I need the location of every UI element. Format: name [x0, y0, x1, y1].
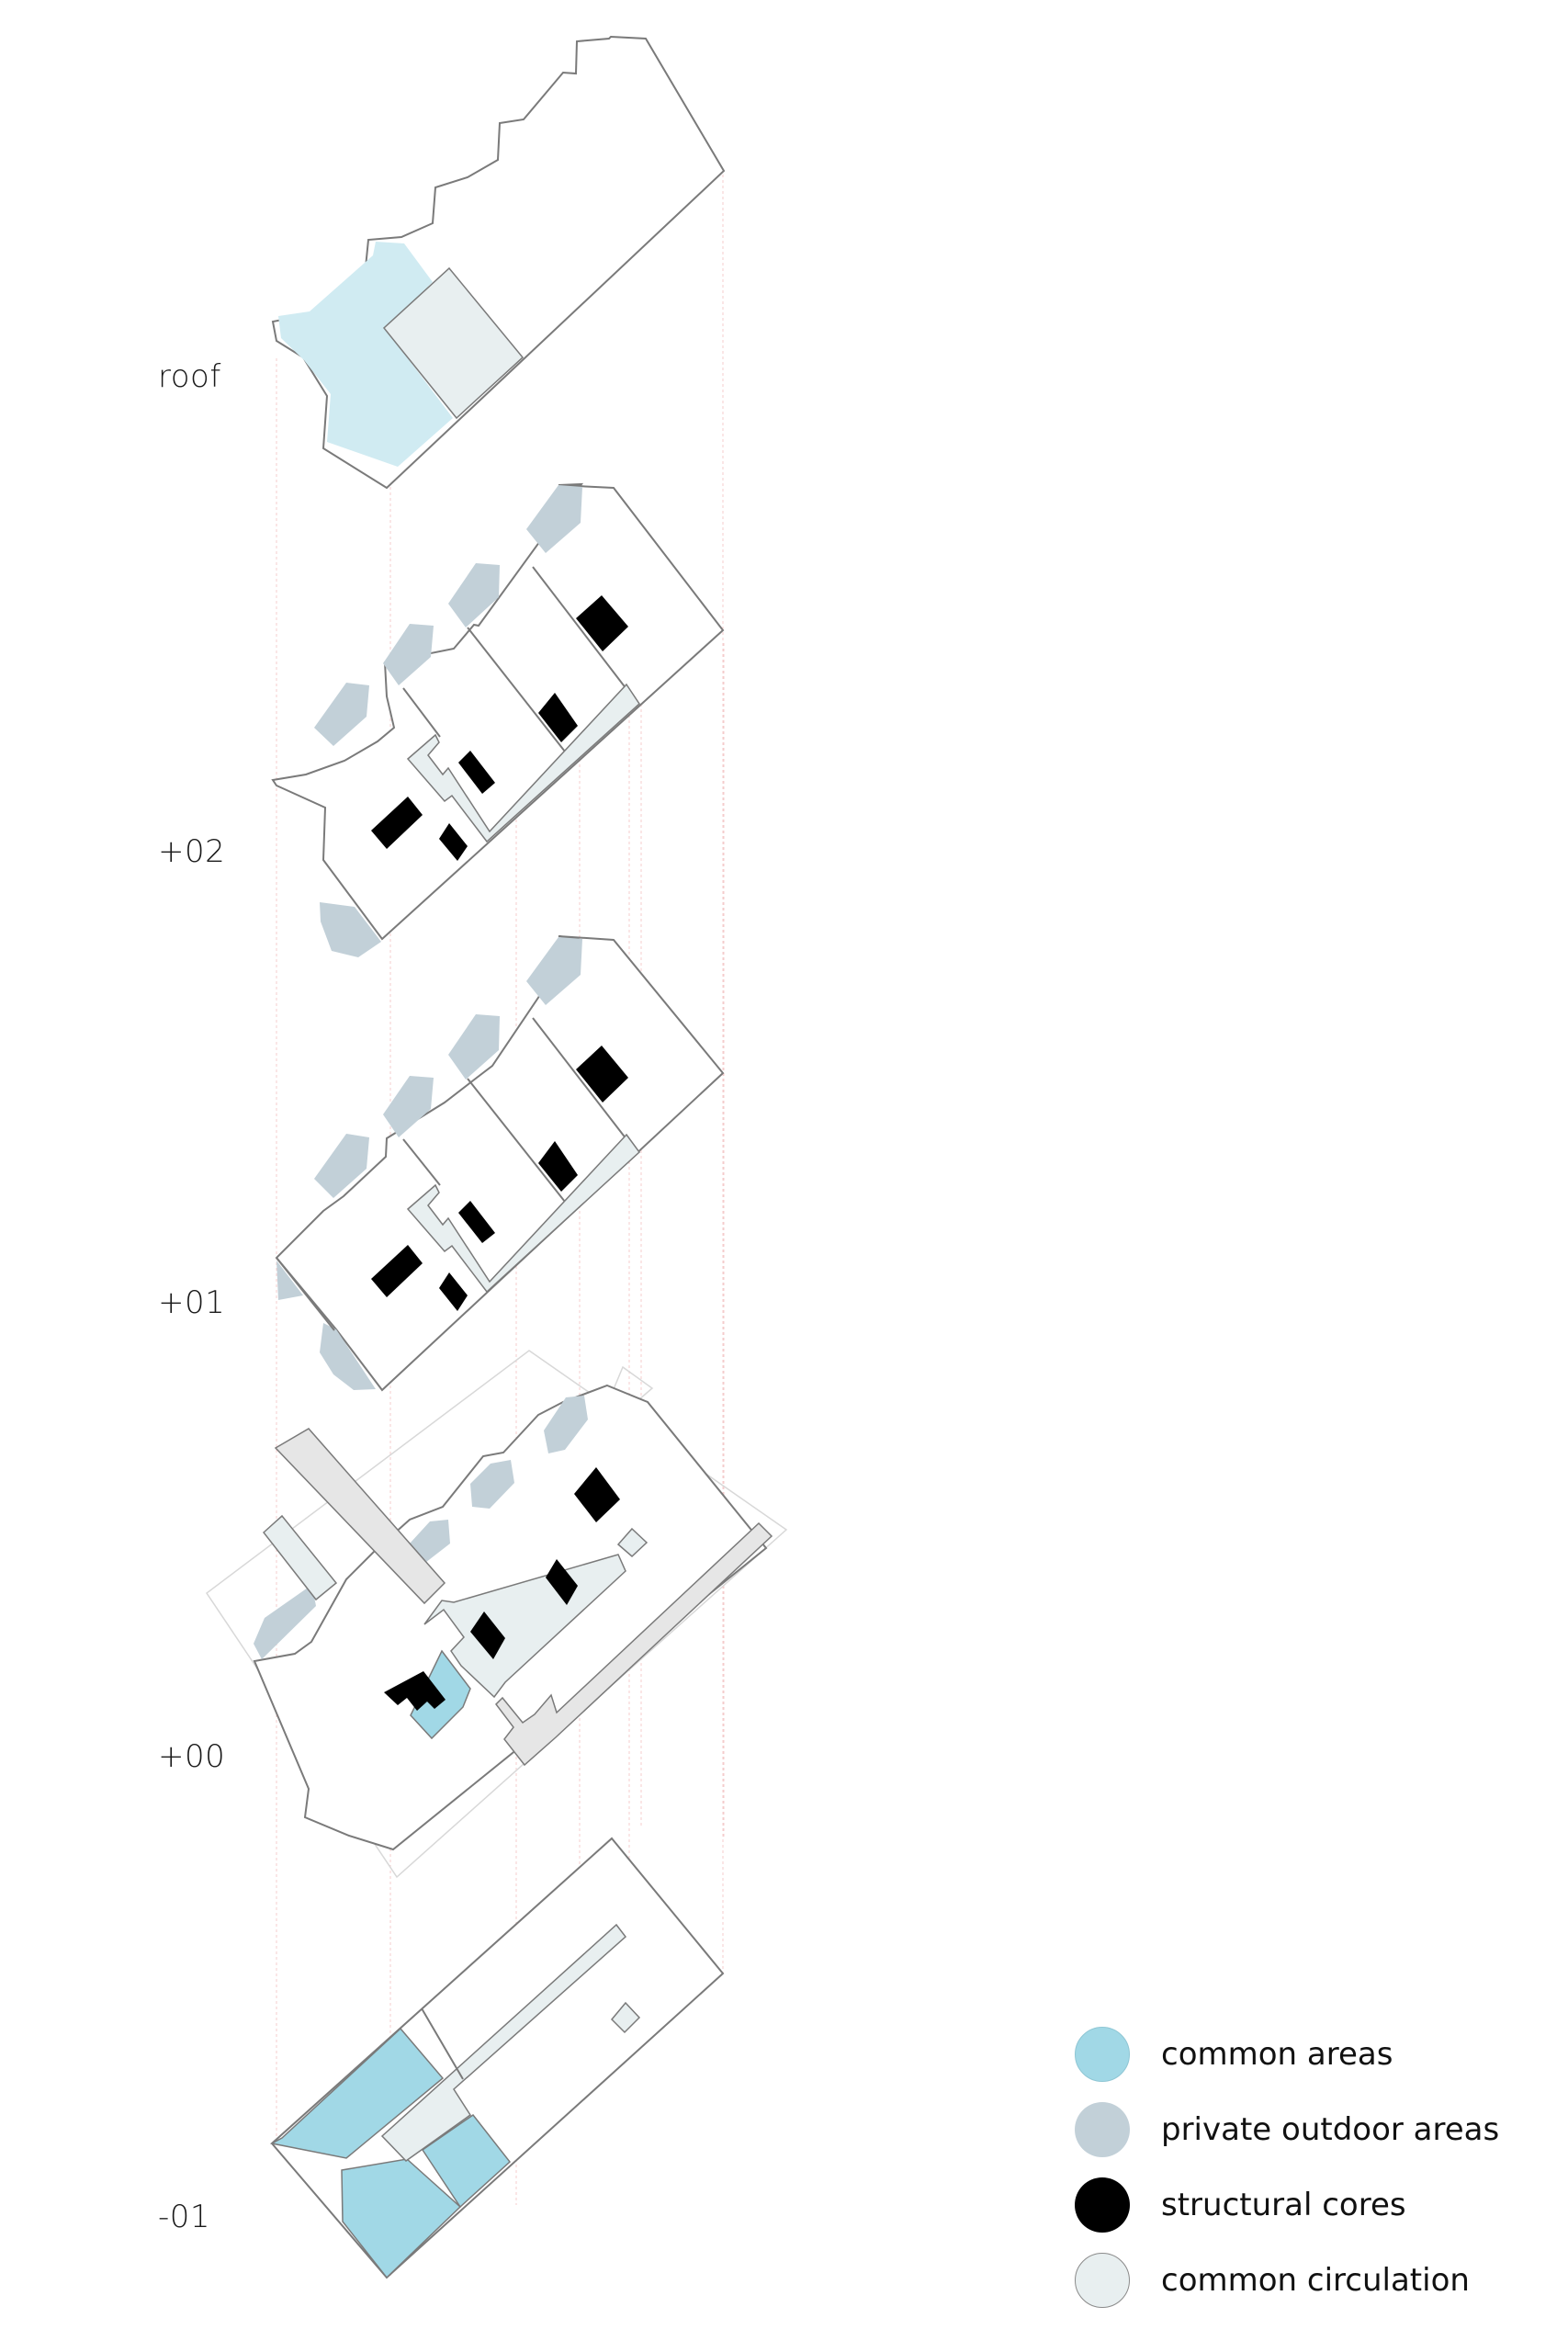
plus02-outdoor-5: [320, 902, 381, 957]
plus01-outdoor-6: [320, 1323, 376, 1390]
common-circulation-swatch-icon: [1075, 2253, 1130, 2308]
minus01-outline: [270, 1837, 725, 2279]
common-areas-swatch-icon: [1075, 2027, 1130, 2082]
legend-item-common-circulation: common circulation: [1075, 2243, 1499, 2318]
minus01-common-area-2: [341, 2158, 462, 2279]
plus02-core-5: [439, 823, 468, 861]
plus02-core-2: [538, 693, 578, 742]
plus01-core-3: [458, 1201, 495, 1243]
floor-plus00: [205, 1350, 788, 1879]
legend-item-private-outdoor: private outdoor areas: [1075, 2092, 1499, 2167]
plus00-outdoor-4: [254, 1586, 316, 1659]
plus00-service-strip: [495, 1521, 773, 1767]
plus01-outdoor-4: [314, 1134, 369, 1198]
plus02-common-circulation: [406, 683, 640, 843]
plus00-entrance-corridor: [262, 1514, 338, 1601]
plus00-outdoor-1: [544, 1396, 588, 1453]
plus01-outdoor-1: [526, 937, 582, 1005]
minus01-common-area-1: [269, 2027, 445, 2159]
plus02-outdoor-3: [383, 624, 434, 685]
level-label-plus00: +00: [158, 1738, 226, 1775]
plus00-core-3: [470, 1611, 505, 1659]
private-outdoor-swatch-icon: [1075, 2102, 1130, 2157]
legend-item-common-areas: common areas: [1075, 2017, 1499, 2092]
floor-plus02: [271, 482, 725, 957]
roof-common-circulation: [382, 266, 525, 420]
legend-label: structural cores: [1161, 2187, 1406, 2223]
legend: common areas private outdoor areas struc…: [1075, 2017, 1499, 2318]
plus02-outdoor-2: [448, 563, 500, 628]
level-label-plus02: +02: [158, 833, 226, 870]
minus01-room-dividers: [421, 2007, 464, 2080]
roof-common-area: [278, 242, 453, 467]
plus02-outdoor-4: [314, 683, 369, 746]
plus01-outdoor-3: [383, 1076, 434, 1137]
plus01-core-5: [439, 1272, 468, 1311]
legend-label: common circulation: [1161, 2262, 1470, 2299]
legend-label: common areas: [1161, 2036, 1393, 2073]
plus00-core-4: [384, 1671, 446, 1711]
plus01-core-2: [538, 1141, 578, 1192]
plus02-outdoor-1: [526, 485, 582, 553]
plus01-core-1: [576, 1046, 628, 1102]
minus01-small-shaft: [610, 2001, 641, 2034]
legend-label: private outdoor areas: [1161, 2111, 1500, 2148]
plus01-outdoor-5: [276, 1261, 303, 1300]
plus02-core-3: [458, 751, 495, 794]
level-label-plus01: +01: [158, 1284, 226, 1321]
minus01-common-area-3: [421, 2113, 512, 2209]
plus00-entry-path: [274, 1428, 446, 1605]
plus02-core-1: [576, 595, 628, 651]
structural-cores-swatch-icon: [1075, 2177, 1130, 2233]
plus00-small-shaft: [616, 1527, 649, 1558]
floor-minus01: [269, 1837, 725, 2279]
plus01-core-4: [371, 1245, 423, 1297]
minus01-common-circulation: [380, 1923, 627, 2162]
plus01-common-circulation: [406, 1133, 641, 1294]
plus02-core-4: [371, 797, 423, 849]
plus00-core-2: [546, 1559, 578, 1605]
floor-roof: [271, 35, 726, 490]
floor-plus01: [275, 935, 725, 1392]
plus00-outdoor-2: [470, 1460, 514, 1509]
level-label-minus01: -01: [158, 2199, 211, 2235]
plus00-core-1: [574, 1467, 620, 1522]
level-label-roof: roof: [158, 358, 221, 395]
plus01-outdoor-2: [448, 1014, 500, 1080]
legend-item-structural-cores: structural cores: [1075, 2167, 1499, 2243]
